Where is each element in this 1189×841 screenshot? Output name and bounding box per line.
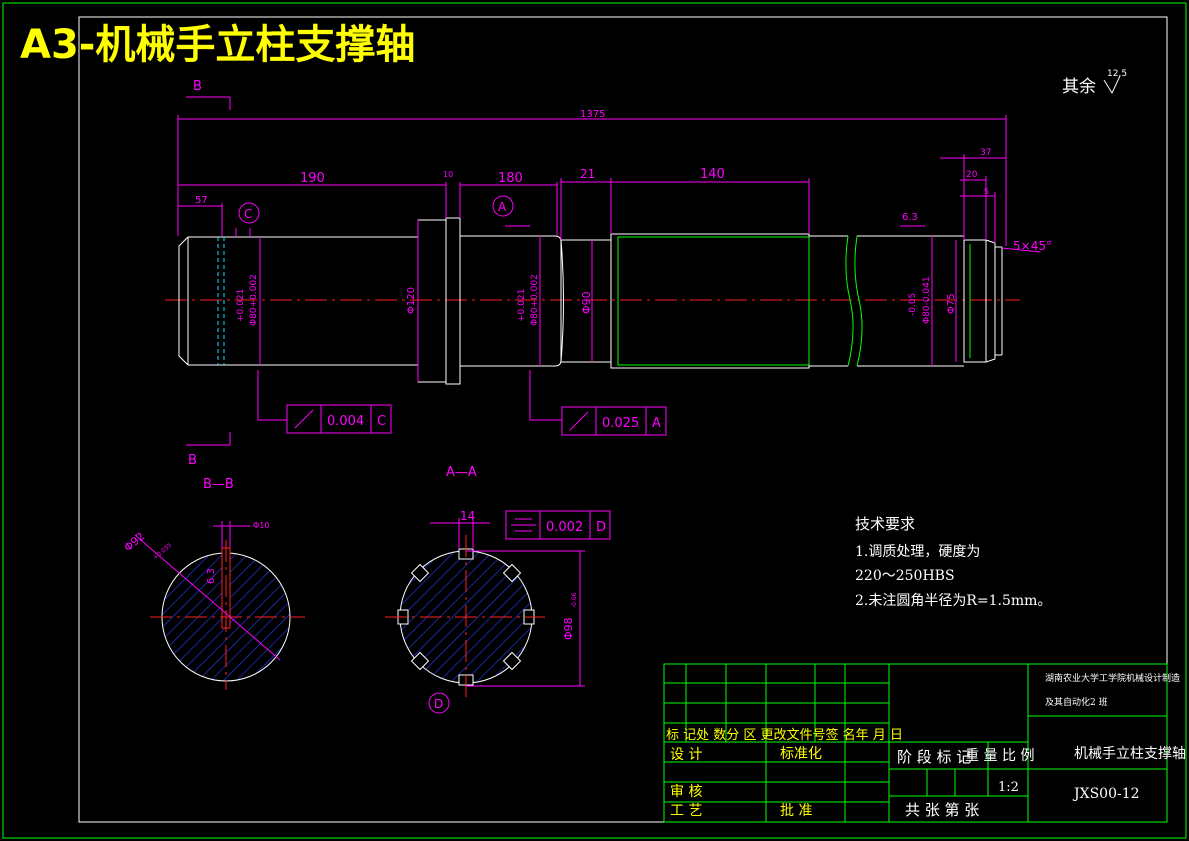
tolerance-frame-c: 0.004 C <box>286 404 392 434</box>
dim-dia-c: Φ80+0.002 <box>249 274 259 326</box>
dim-20: 20 <box>966 170 978 180</box>
thread-lines <box>617 235 971 367</box>
section-aa-view: 14 Φ98 -0.06 <box>385 509 585 700</box>
title-block <box>663 663 1168 823</box>
dimension-lines <box>177 96 1041 446</box>
sec-dia92: Φ92 <box>122 530 148 555</box>
part-name: 机械手立柱支撑轴 <box>1074 746 1186 762</box>
datum-c-circle <box>238 202 260 224</box>
tolerance-frame-d: 0.002 D <box>505 510 611 540</box>
dim-dia-r: Φ80-0.041 <box>922 276 932 324</box>
tolerance-datum-d: D <box>596 520 606 535</box>
dim-dia-c-tol: +0.021 <box>236 289 246 322</box>
dim-37: 37 <box>980 148 991 158</box>
sec-dia98: Φ98 <box>562 617 575 640</box>
weight-label: 重 量 <box>965 748 997 764</box>
scale-value: 1:2 <box>998 780 1019 795</box>
section-markers: B B B—B A—A C A D <box>188 79 514 714</box>
dim-chamfer: 5×45° <box>1013 239 1052 253</box>
dimension-texts: 1375 190 10 180 21 140 57 37 20 5 5×45° … <box>195 109 1052 326</box>
section-bb-view: Φ10 Φ92 +0.035 6.3 <box>122 521 305 690</box>
datum-d-circle <box>428 692 450 714</box>
school-line-1: 湖南农业大学工学院机械设计制造 <box>1045 672 1180 684</box>
scale-label: 比 例 <box>1002 748 1034 764</box>
roughness-value: 12.5 <box>1107 69 1127 79</box>
process-label: 工 艺 <box>670 803 702 819</box>
standard-label: 标准化 <box>780 746 822 762</box>
dim-surface: 6.3 <box>902 212 918 223</box>
runout-arrow-icon <box>294 409 314 429</box>
tolerance-datum-a: A <box>652 416 661 431</box>
dim-57: 57 <box>195 195 208 206</box>
tech-line-2: 220～250HBS <box>855 568 955 584</box>
rev-header: 标 记处 数分 区 更改文件号签 名年 月 日 <box>666 727 903 743</box>
datum-a-label: A <box>498 200 507 214</box>
keyway-lines <box>217 237 225 365</box>
school-line-2: 及其自动化2 班 <box>1045 696 1108 708</box>
datum-a-circle <box>492 195 514 217</box>
dim-dia-r-tol: -0.05 <box>908 293 918 316</box>
tolerance-datum-c: C <box>377 414 386 429</box>
tech-requirements: 技术要求 1.调质处理，硬度为 220～250HBS 2.未注圆角半径为R=1.… <box>855 515 1051 609</box>
tolerance-value-a: 0.025 <box>602 416 639 431</box>
symmetry-icon <box>511 518 536 532</box>
sec-spline-width: 14 <box>460 509 475 523</box>
sec-key-width: Φ10 <box>253 521 269 530</box>
drawing-title: A3-机械手立柱支撑轴 <box>20 22 415 68</box>
inner-border <box>78 16 1168 823</box>
section-b-bottom: B <box>188 453 197 468</box>
sec-surface: 6.3 <box>206 568 217 584</box>
dim-dia75: Φ75 <box>946 293 957 314</box>
dim-dia-a: Φ80+0.002 <box>530 274 540 326</box>
tolerance-frame-a: 0.025 A <box>561 406 667 436</box>
title-block-texts: 湖南农业大学工学院机械设计制造 及其自动化2 班 标 记处 数分 区 更改文件号… <box>666 672 1186 819</box>
stage-header: 阶 段 标 记 <box>897 748 971 766</box>
dim-dia120: Φ120 <box>406 287 417 314</box>
drawing-number: JXS00-12 <box>1072 786 1140 802</box>
dim-overall: 1375 <box>580 109 605 120</box>
tech-heading: 技术要求 <box>855 515 915 533</box>
tech-line-1: 1.调质处理，硬度为 <box>855 544 980 560</box>
dim-5: 5 <box>984 187 989 196</box>
roughness-note: 其余 12.5 <box>1062 69 1127 97</box>
datum-c-label: C <box>244 207 252 221</box>
tolerance-value-d: 0.002 <box>546 520 583 535</box>
section-bb-label: B—B <box>203 477 234 492</box>
section-b-top: B <box>193 79 202 94</box>
dim-140: 140 <box>700 167 725 182</box>
sheets-label: 共 张 第 张 <box>905 801 979 819</box>
dim-10: 10 <box>443 170 453 179</box>
tolerance-value-c: 0.004 <box>327 414 364 429</box>
sec-dia98-tol: -0.06 <box>571 592 578 608</box>
dim-dia-a-tol: +0.021 <box>517 289 527 322</box>
review-label: 审 核 <box>670 784 702 800</box>
runout-arrow-icon <box>569 411 589 431</box>
design-label: 设 计 <box>670 747 702 763</box>
dim-190: 190 <box>300 171 325 186</box>
tech-line-3: 2.未注圆角半径为R=1.5mm。 <box>855 593 1051 609</box>
roughness-symbol-icon <box>1103 75 1121 95</box>
dim-dia90: Φ90 <box>580 291 593 314</box>
roughness-prefix: 其余 <box>1062 77 1096 97</box>
datum-d-label: D <box>434 697 443 711</box>
approve-label: 批 准 <box>780 803 812 819</box>
dim-21: 21 <box>580 167 595 181</box>
section-aa-label: A—A <box>446 465 477 480</box>
dim-180: 180 <box>498 171 523 186</box>
